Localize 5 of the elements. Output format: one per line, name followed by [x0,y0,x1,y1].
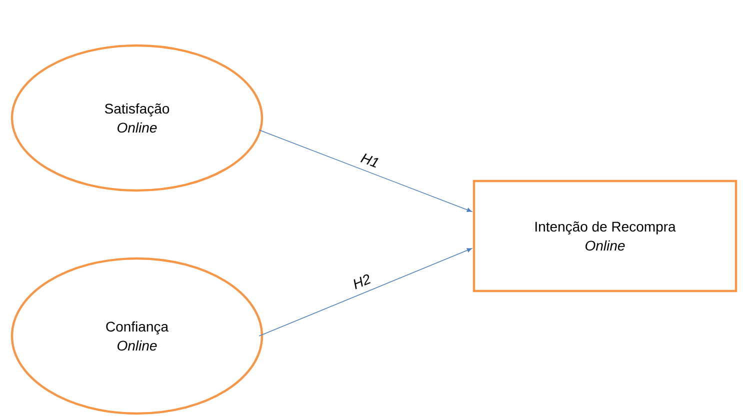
construct-box: Intenção de Recompra Online [472,180,738,292]
edge-label: H2 [354,274,370,290]
arrow [258,248,472,336]
edge-label: H1 [360,154,378,168]
arrow [258,130,472,212]
